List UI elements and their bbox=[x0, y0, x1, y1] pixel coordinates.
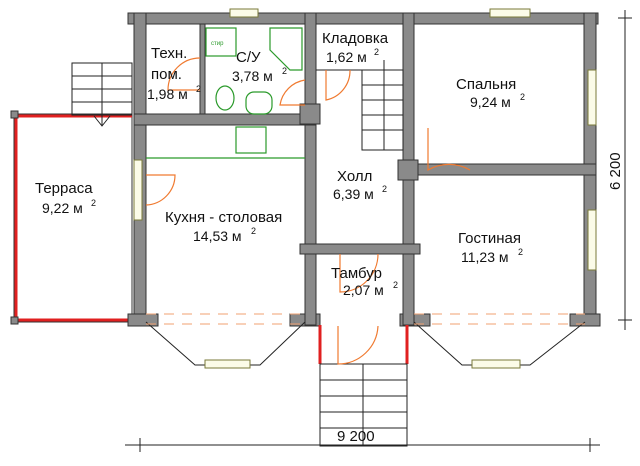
room-area: 6,39 м bbox=[333, 186, 374, 202]
right-bay bbox=[413, 313, 586, 369]
room-area: 9,22 м bbox=[42, 200, 83, 216]
room-name: пом. bbox=[151, 66, 182, 83]
area-unit-sup: 2 bbox=[382, 184, 387, 194]
area-unit-sup: 2 bbox=[520, 92, 525, 102]
room-area: 1,98 м bbox=[147, 86, 188, 102]
entry-porch bbox=[318, 253, 409, 447]
washer-label: стир bbox=[211, 41, 224, 47]
room-name: Техн. bbox=[151, 45, 187, 62]
room-name: Гостиная bbox=[458, 230, 521, 247]
interior-stairs bbox=[316, 60, 404, 151]
area-unit-sup: 2 bbox=[91, 198, 96, 208]
area-unit-sup: 2 bbox=[374, 47, 379, 57]
doors bbox=[145, 57, 471, 206]
terrace-stairs bbox=[71, 62, 133, 127]
room-area: 2,07 м bbox=[343, 282, 384, 298]
room-area: 9,24 м bbox=[470, 94, 511, 110]
width-dimension: 9 200 bbox=[125, 428, 600, 452]
room-storage: Кладовка 1,62 м 2 bbox=[322, 30, 389, 65]
room-area: 11,23 м bbox=[461, 249, 509, 265]
room-name: Кладовка bbox=[322, 30, 389, 47]
area-unit-sup: 2 bbox=[196, 84, 201, 94]
room-area: 1,62 м bbox=[326, 49, 367, 65]
width-label: 9 200 bbox=[337, 428, 375, 445]
room-terrace: Терраса 9,22 м 2 bbox=[35, 180, 96, 216]
room-hall: Холл 6,39 м 2 bbox=[333, 168, 387, 202]
room-bedroom: Спальня 9,24 м 2 bbox=[456, 76, 525, 110]
room-name: Спальня bbox=[456, 76, 516, 93]
terrace bbox=[10, 110, 133, 325]
room-name: Тамбур bbox=[331, 265, 382, 282]
area-unit-sup: 2 bbox=[518, 247, 523, 257]
room-area: 14,53 м bbox=[193, 228, 242, 244]
room-vestibule: Тамбур 2,07 м 2 bbox=[331, 265, 398, 298]
room-kitchen: Кухня - столовая 14,53 м 2 bbox=[165, 209, 282, 244]
room-area: 3,78 м bbox=[232, 68, 273, 84]
room-name: С/У bbox=[236, 49, 261, 66]
walls bbox=[127, 8, 601, 327]
room-bathroom: С/У 3,78 м 2 bbox=[232, 49, 287, 84]
room-name: Кухня - столовая bbox=[165, 209, 282, 226]
left-bay bbox=[145, 313, 306, 369]
depth-dimension: 6 200 bbox=[607, 10, 632, 330]
room-living: Гостиная 11,23 м 2 bbox=[458, 230, 523, 265]
area-unit-sup: 2 bbox=[393, 280, 398, 290]
depth-label: 6 200 bbox=[607, 152, 624, 190]
room-tech: Техн. пом. 1,98 м 2 bbox=[147, 45, 201, 102]
room-name: Холл bbox=[337, 168, 372, 185]
plumbing: стир bbox=[146, 27, 305, 159]
room-name: Терраса bbox=[35, 180, 93, 197]
area-unit-sup: 2 bbox=[282, 66, 287, 76]
area-unit-sup: 2 bbox=[251, 226, 256, 236]
